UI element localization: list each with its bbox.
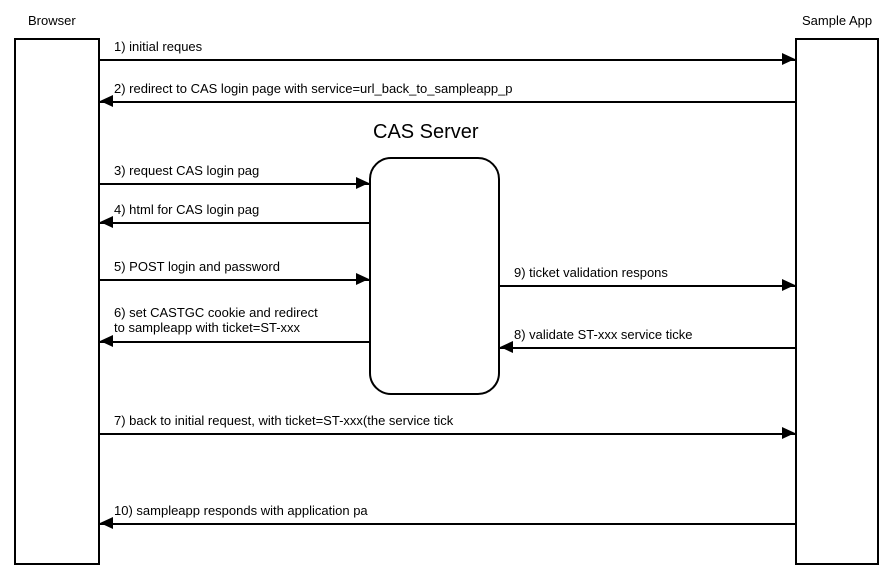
message-line-5 [100,279,369,281]
arrowhead-left-icon [100,95,113,107]
arrowhead-left-icon [100,335,113,347]
message-label-8: 8) validate ST-xxx service ticke [514,327,693,342]
arrowhead-left-icon [500,341,513,353]
message-label-7: 7) back to initial request, with ticket=… [114,413,454,428]
participant-label-browser: Browser [28,13,76,28]
message-line-2 [100,101,795,103]
message-label-5: 5) POST login and password [114,259,280,274]
message-line-1 [100,59,795,61]
message-label-6: 6) set CASTGC cookie and redirect to sam… [114,305,318,335]
message-label-1: 1) initial reques [114,39,203,54]
message-label-10: 10) sampleapp responds with application … [114,503,368,518]
message-label-2: 2) redirect to CAS login page with servi… [114,81,513,96]
message-line-8 [500,347,795,349]
message-label-9: 9) ticket validation respons [514,265,668,280]
message-label-4: 4) html for CAS login pag [114,202,260,217]
message-line-7 [100,433,795,435]
arrowhead-right-icon [782,427,795,439]
message-line-6 [100,341,369,343]
arrowhead-right-icon [782,53,795,65]
message-line-9 [500,285,795,287]
arrowhead-left-icon [100,517,113,529]
participant-box-sample_app [795,38,879,565]
participant-label-sample_app: Sample App [802,13,873,28]
arrowhead-right-icon [356,177,369,189]
message-label-3: 3) request CAS login pag [114,163,260,178]
participant-box-cas_server [369,157,500,395]
message-line-10 [100,523,795,525]
participant-box-browser [14,38,100,565]
message-line-4 [100,222,369,224]
arrowhead-left-icon [100,216,113,228]
arrowhead-right-icon [782,279,795,291]
message-line-3 [100,183,369,185]
arrowhead-right-icon [356,273,369,285]
participant-label-cas_server: CAS Server [373,121,479,143]
